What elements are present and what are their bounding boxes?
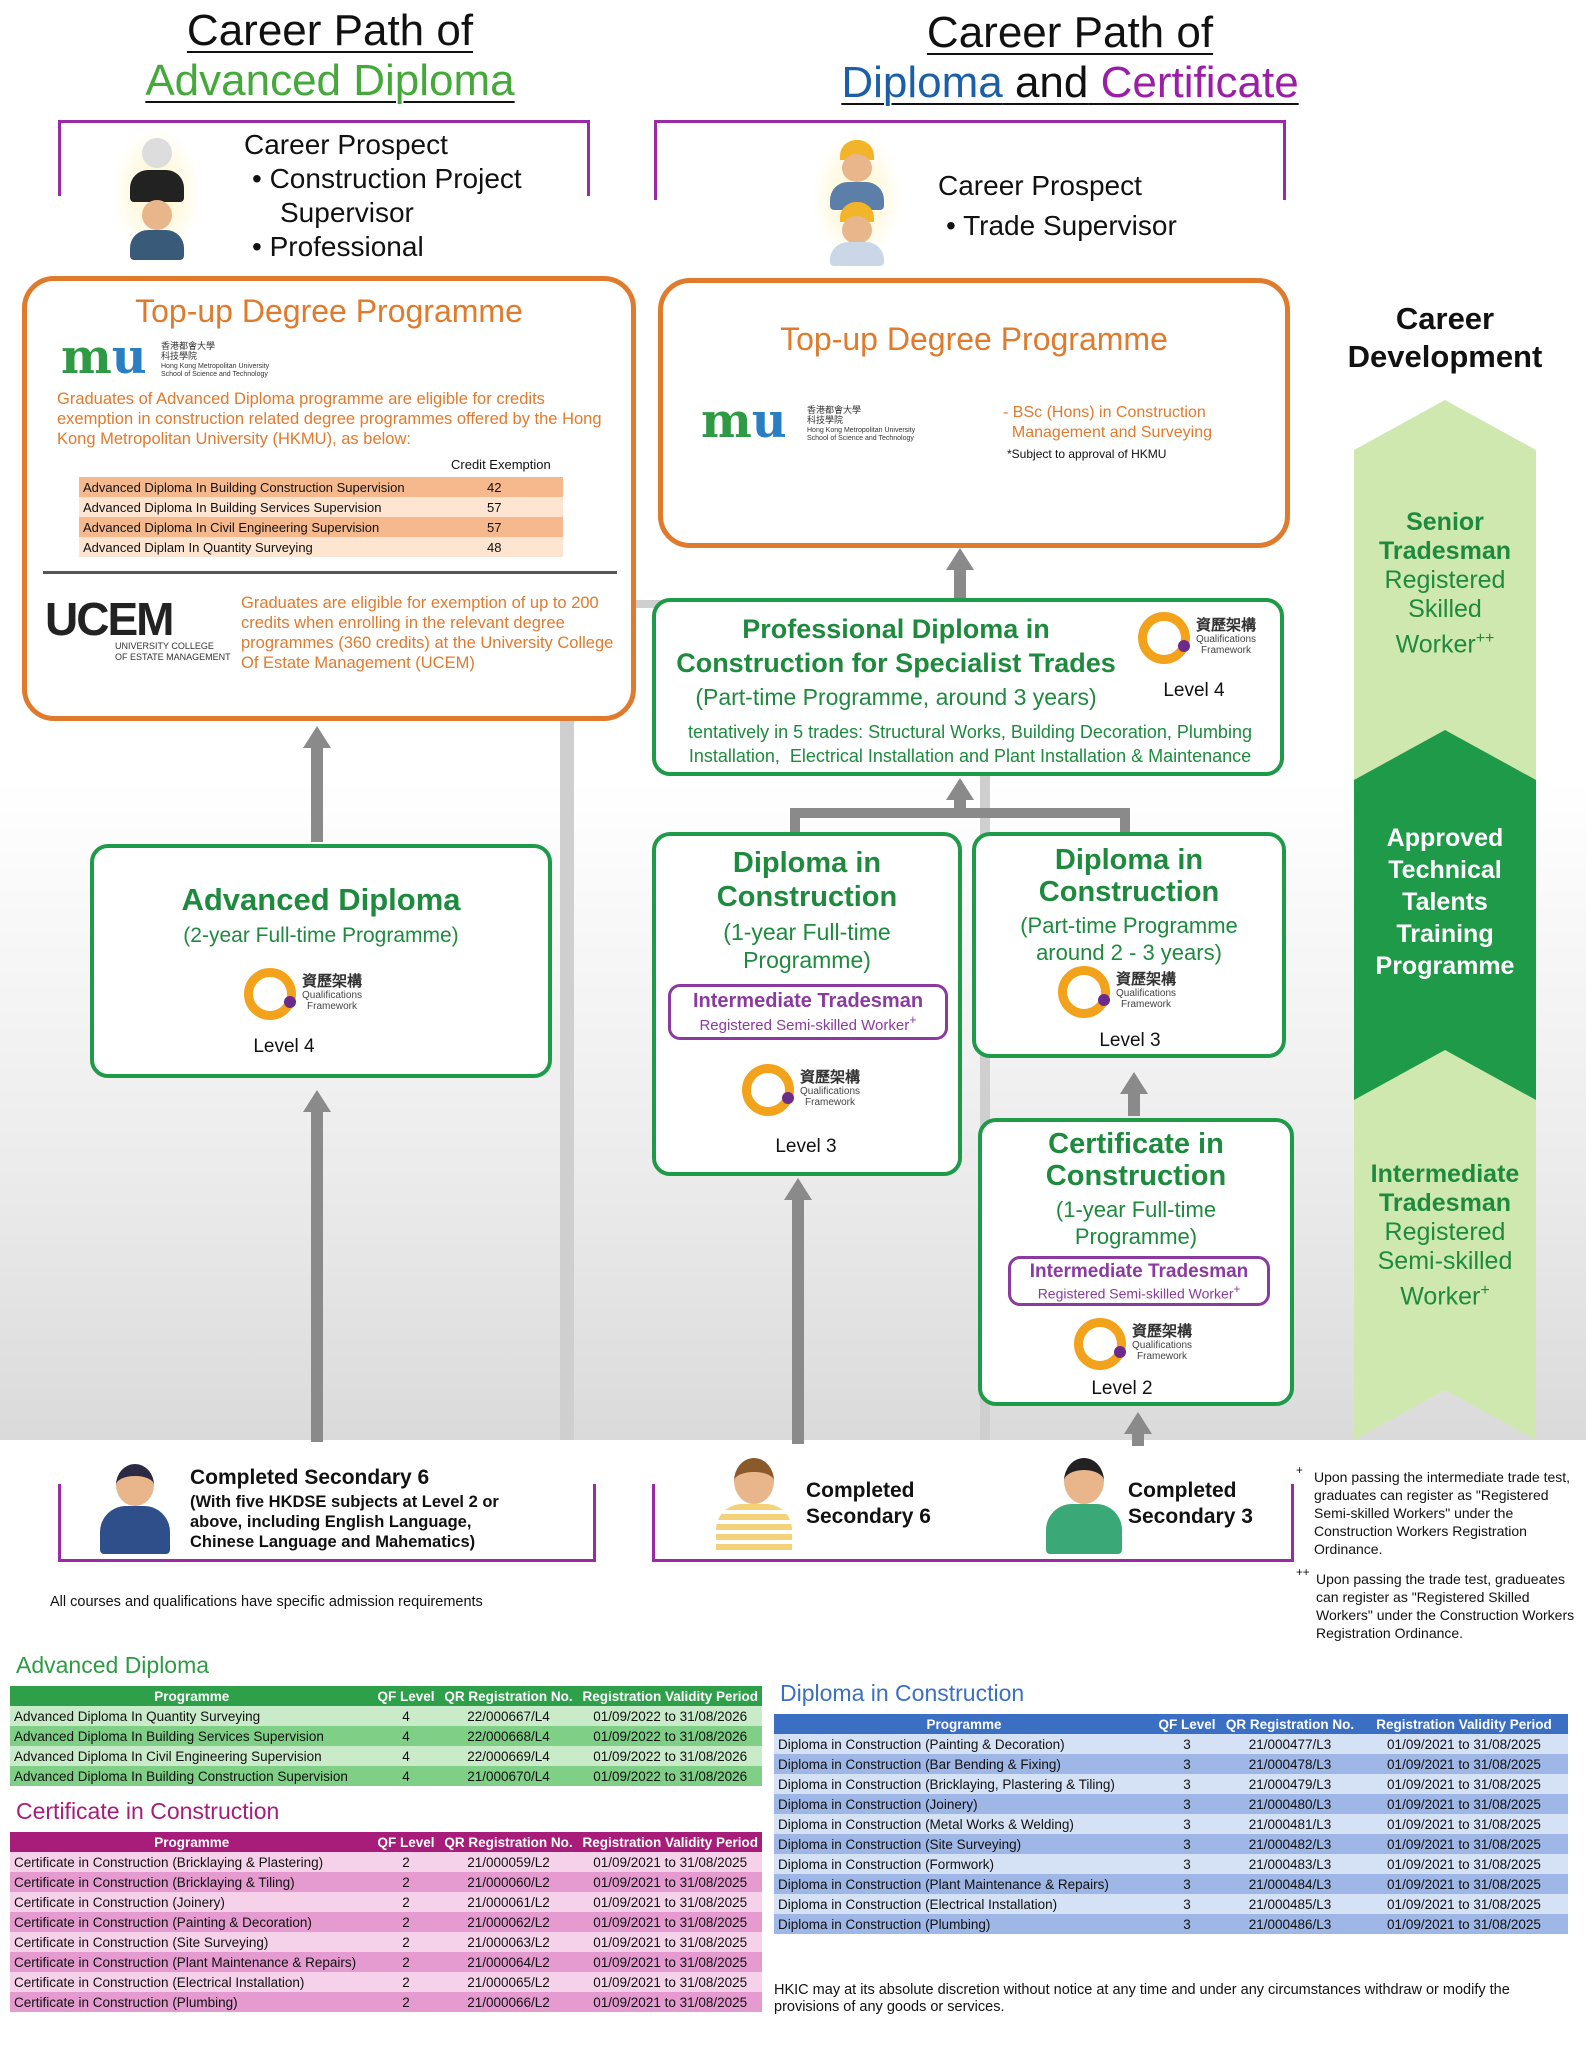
divider bbox=[43, 571, 617, 574]
certificate-box: Certificate in Construction (1-year Full… bbox=[978, 1118, 1294, 1406]
student-s6-icon bbox=[716, 1458, 792, 1554]
intermediate-tradesman-badge: Intermediate Tradesman Registered Semi-s… bbox=[668, 984, 948, 1040]
right-prospect-bracket bbox=[654, 120, 1286, 200]
crane-silhouette-2 bbox=[980, 700, 990, 1440]
career-development-ribbon bbox=[1354, 400, 1536, 1440]
advanced-diploma-box: Advanced Diploma (2-year Full-time Progr… bbox=[90, 844, 552, 1078]
note-plus: +Upon passing the intermediate trade tes… bbox=[1296, 1464, 1571, 1557]
table-row: Diploma in Construction (Electrical Inst… bbox=[774, 1894, 1568, 1914]
table-row: Advanced Diploma In Building Constructio… bbox=[10, 1766, 762, 1786]
table-row: Diploma in Construction (Plant Maintenan… bbox=[774, 1874, 1568, 1894]
diploma-fulltime-box: Diploma in Construction (1-year Full-tim… bbox=[652, 832, 962, 1176]
arrow-head bbox=[946, 548, 974, 570]
hkmu-description: Graduates of Advanced Diploma programme … bbox=[57, 390, 602, 448]
arrow-head bbox=[946, 778, 974, 800]
table-row: Advanced Diploma In Building Services Su… bbox=[10, 1726, 762, 1746]
crane-silhouette bbox=[560, 520, 574, 1440]
admission-note: All courses and qualifications have spec… bbox=[50, 1594, 483, 1610]
table-row: Certificate in Construction (Plant Maint… bbox=[10, 1952, 762, 1972]
ucem-description: Graduates are eligible for exemption of … bbox=[241, 594, 614, 672]
disclaimer: HKIC may at its absolute discretion with… bbox=[774, 1982, 1510, 2015]
arrow-prof-to-topup bbox=[954, 568, 966, 598]
student-icon bbox=[100, 1464, 170, 1554]
career-development-title: Career Development bbox=[1347, 301, 1543, 374]
entry-right-bracket bbox=[652, 1484, 1294, 1562]
table-row: Certificate in Construction (Painting & … bbox=[10, 1912, 762, 1932]
left-heading: Career Path of Advanced Diploma bbox=[145, 6, 515, 105]
arrow-connector-left bbox=[790, 808, 800, 832]
arrow-connector bbox=[790, 808, 1130, 818]
entry-left-title: Completed Secondary 6 bbox=[190, 1466, 430, 1489]
right-prospect-text: Career Prospect • Trade Supervisor bbox=[938, 170, 1177, 241]
entry-left-detail: (With five HKDSE subjects at Level 2 or … bbox=[190, 1493, 499, 1551]
arrow-head bbox=[303, 726, 331, 748]
table-row: Certificate in Construction (Bricklaying… bbox=[10, 1872, 762, 1892]
table-row: Diploma in Construction (Painting & Deco… bbox=[774, 1734, 1568, 1754]
table-row: Advanced Diploma In Civil Engineering Su… bbox=[10, 1746, 762, 1766]
entry-s3: Completed Secondary 3 bbox=[1128, 1479, 1253, 1528]
professional-icon bbox=[112, 128, 202, 263]
senior-tradesman: Senior Tradesman Registered Skilled Work… bbox=[1378, 508, 1511, 659]
hkmu-approval-note: *Subject to approval of HKMU bbox=[1007, 447, 1167, 461]
right-topup-box: Top-up Degree Programme mu 香港都會大學 科技學院 H… bbox=[658, 278, 1290, 548]
arrow-s6-to-dip bbox=[792, 1200, 804, 1444]
credit-exemption-table: Advanced Diploma In Building Constructio… bbox=[79, 477, 563, 557]
hkmu-logo: mu 香港都會大學 科技學院 Hong Kong Metropolitan Un… bbox=[61, 329, 270, 385]
entry-s6: Completed Secondary 6 bbox=[806, 1479, 931, 1528]
ucem-logo: UCEM UNIVERSITY COLLEGE OF ESTATE MANAGE… bbox=[45, 593, 231, 662]
arrow-head bbox=[1124, 1412, 1152, 1434]
hkmu-logo-right: mu 香港都會大學 科技學院 Hong Kong Metropolitan Un… bbox=[701, 393, 916, 449]
bsc-programme: - BSc (Hons) in Construction Management … bbox=[1003, 404, 1213, 441]
arrow-head bbox=[303, 1090, 331, 1112]
dc-table-title: Diploma in Construction bbox=[780, 1680, 1025, 1706]
table-row: Diploma in Construction (Bar Bending & F… bbox=[774, 1754, 1568, 1774]
table-row: Diploma in Construction (Site Surveying)… bbox=[774, 1834, 1568, 1854]
left-prospect-text: Career Prospect • Construction Project S… bbox=[244, 129, 522, 262]
arrow-s6-to-adv bbox=[311, 1112, 323, 1442]
note-plusplus: ++Upon passing the trade test, gradueate… bbox=[1296, 1566, 1575, 1641]
arrow-adv-to-topup bbox=[311, 748, 323, 842]
professional-diploma-box: Professional Diploma in Construction for… bbox=[652, 598, 1284, 776]
arrow-s3-to-cert bbox=[1132, 1432, 1144, 1446]
left-topup-box: Top-up Degree Programme mu 香港都會大學 科技學院 H… bbox=[22, 276, 636, 721]
left-prospect-bracket bbox=[58, 120, 590, 196]
intermediate-tradesman: Intermediate Tradesman Registered Semi-s… bbox=[1370, 1160, 1520, 1311]
right-heading: Career Path of Diploma and Certificate bbox=[841, 8, 1299, 107]
student-s3-icon bbox=[1046, 1458, 1122, 1554]
diploma-parttime-box: Diploma in Construction (Part-time Progr… bbox=[972, 832, 1286, 1058]
credit-exemption-header: Credit Exemption bbox=[451, 457, 551, 472]
ce-table-title: Certificate in Construction bbox=[16, 1798, 280, 1824]
table-row: Certificate in Construction (Bricklaying… bbox=[10, 1852, 762, 1872]
intermediate-tradesman-badge: Intermediate Tradesman Registered Semi-s… bbox=[1008, 1256, 1270, 1306]
table-row: Certificate in Construction (Site Survey… bbox=[10, 1932, 762, 1952]
table-row: Certificate in Construction (Electrical … bbox=[10, 1972, 762, 1992]
attt-programme: Approved Technical Talents Training Prog… bbox=[1375, 824, 1515, 980]
trade-supervisor-icon bbox=[812, 132, 902, 266]
arrow-connector-right bbox=[1120, 808, 1130, 832]
table-row: Diploma in Construction (Bricklaying, Pl… bbox=[774, 1774, 1568, 1794]
table-row: Diploma in Construction (Metal Works & W… bbox=[774, 1814, 1568, 1834]
arrow-cert-to-dip bbox=[1128, 1094, 1140, 1116]
arrow-head bbox=[1120, 1072, 1148, 1094]
ad-table-title: Advanced Diploma bbox=[16, 1652, 210, 1678]
entry-left-bracket bbox=[58, 1484, 596, 1562]
arrow-head bbox=[784, 1178, 812, 1200]
